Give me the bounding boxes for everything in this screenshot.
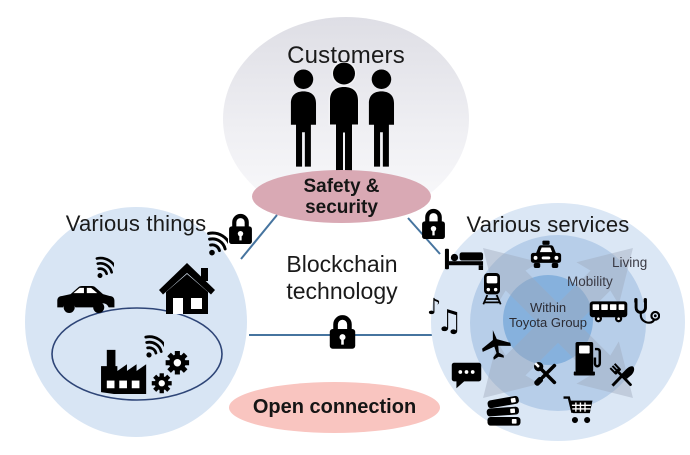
things-title: Various things (65, 211, 207, 236)
fuel-pump-icon (573, 342, 602, 376)
safety-security-line2: security (305, 197, 378, 218)
iot-loop-ellipse (51, 307, 223, 401)
customers-circle: Customers Safety (223, 17, 469, 223)
books-icon (486, 395, 521, 426)
blockchain-title: Blockchain technology (242, 251, 442, 305)
car-icon (57, 286, 115, 313)
music-note-small: ♪ (427, 295, 442, 320)
padlock-icon (229, 213, 252, 245)
services-title: Various services (466, 212, 630, 237)
stethoscope-icon (634, 298, 660, 324)
toyota-group-label: Within Toyota Group (493, 300, 603, 330)
shopping-cart-icon (563, 396, 593, 424)
train-icon (482, 273, 502, 305)
house-icon (159, 263, 215, 314)
chat-icon (451, 362, 482, 389)
living-label: Living (612, 255, 648, 270)
wifi-icon (144, 335, 164, 358)
open-connection-badge: Open connection (229, 382, 440, 433)
tools-icon (534, 362, 557, 386)
padlock-icon (422, 208, 445, 240)
wifi-icon (207, 231, 228, 256)
bus-icon (589, 301, 628, 323)
safety-security-line1: Safety & (303, 176, 380, 197)
factory-icon (101, 349, 147, 394)
blockchain-title-line2: technology (286, 278, 398, 304)
padlock-icon (329, 315, 356, 349)
mobility-label: Mobility (567, 274, 613, 289)
bed-icon (444, 248, 484, 270)
blockchain-title-line1: Blockchain (286, 251, 398, 277)
line-customers-things (240, 214, 278, 260)
people-icon (290, 62, 395, 173)
things-circle: Various things (25, 207, 247, 437)
gears-icon (151, 351, 190, 394)
music-note-large: ♫ (436, 304, 463, 339)
music-notes-icon: ♪ ♫ (427, 295, 463, 341)
toyota-group-line1: Within (529, 300, 567, 315)
services-circle: Various services Living Mobility Within … (427, 203, 685, 441)
cutlery-icon (609, 363, 635, 387)
taxi-icon (530, 240, 562, 268)
safety-security-badge: Safety & security (252, 170, 431, 223)
toyota-group-line2: Toyota Group (508, 315, 588, 330)
airplane-icon (482, 330, 511, 360)
wifi-icon (95, 256, 114, 279)
